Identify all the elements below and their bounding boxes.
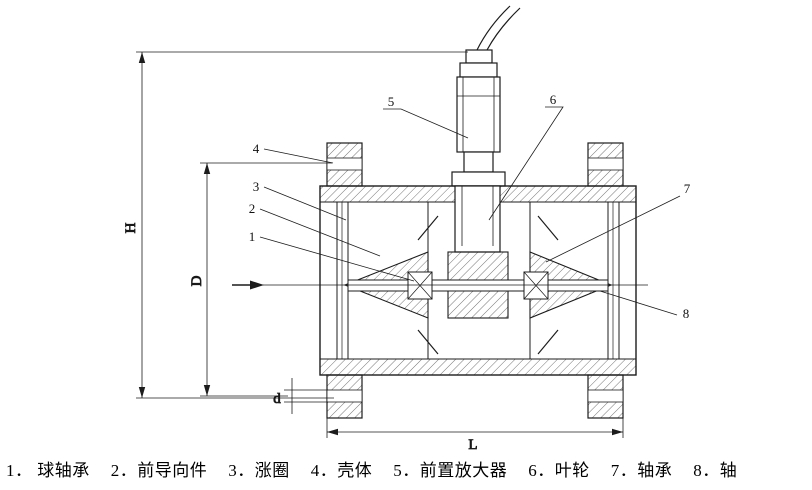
dim-label-H: H (123, 222, 139, 233)
part-label-7: 7 (684, 181, 691, 196)
leader-8 (599, 290, 678, 316)
flow-direction-arrow (250, 280, 264, 290)
dimension-d: d (273, 378, 328, 414)
caption-item: 7．轴承 (610, 461, 673, 480)
leader-3 (263, 186, 347, 221)
flow-axis (232, 280, 648, 290)
leader-1 (259, 236, 415, 282)
impeller-blades (417, 215, 559, 355)
preamplifier (451, 49, 506, 187)
caption-item: 3．涨圈 (228, 461, 290, 480)
leader-6 (488, 106, 564, 221)
signal-cable (476, 5, 521, 51)
part-label-3: 3 (253, 179, 260, 194)
part-label-5: 5 (388, 94, 395, 109)
leader-lines (259, 106, 681, 316)
part-label-2: 2 (249, 201, 256, 216)
dimension-D: D (189, 162, 332, 397)
flow-meter-diagram: H D d L (123, 5, 691, 453)
dim-label-d: d (273, 391, 281, 407)
caption-item: 1． 球轴承 (6, 461, 90, 480)
part-label-6: 6 (550, 92, 557, 107)
caption-item: 8．轴 (693, 461, 738, 480)
part-label-1: 1 (249, 229, 256, 244)
shaft (347, 279, 609, 292)
part-numbers: 1 2 3 4 5 6 7 8 (249, 92, 691, 321)
caption-item: 4．壳体 (310, 461, 373, 480)
parts-list-caption: 1． 球轴承 2．前导向件 3．涨圈 4．壳体 5．前置放大器 6．叶轮 7．轴… (6, 456, 812, 481)
caption-item: 2．前导向件 (110, 461, 208, 480)
part-label-4: 4 (253, 141, 260, 156)
dim-label-D: D (189, 275, 205, 286)
bearings (407, 271, 549, 300)
leader-2 (259, 208, 381, 257)
flanges (326, 142, 624, 419)
leader-7 (545, 195, 681, 263)
caption-item: 6．叶轮 (528, 461, 590, 480)
dim-label-L: L (468, 437, 477, 453)
dimension-H: H (123, 51, 468, 399)
leader-4 (263, 148, 334, 164)
leader-5 (383, 108, 469, 139)
caption-item: 5．前置放大器 (393, 461, 508, 480)
sensor-well (454, 185, 501, 253)
dimension-L: L (326, 408, 624, 453)
part-label-8: 8 (683, 306, 690, 321)
